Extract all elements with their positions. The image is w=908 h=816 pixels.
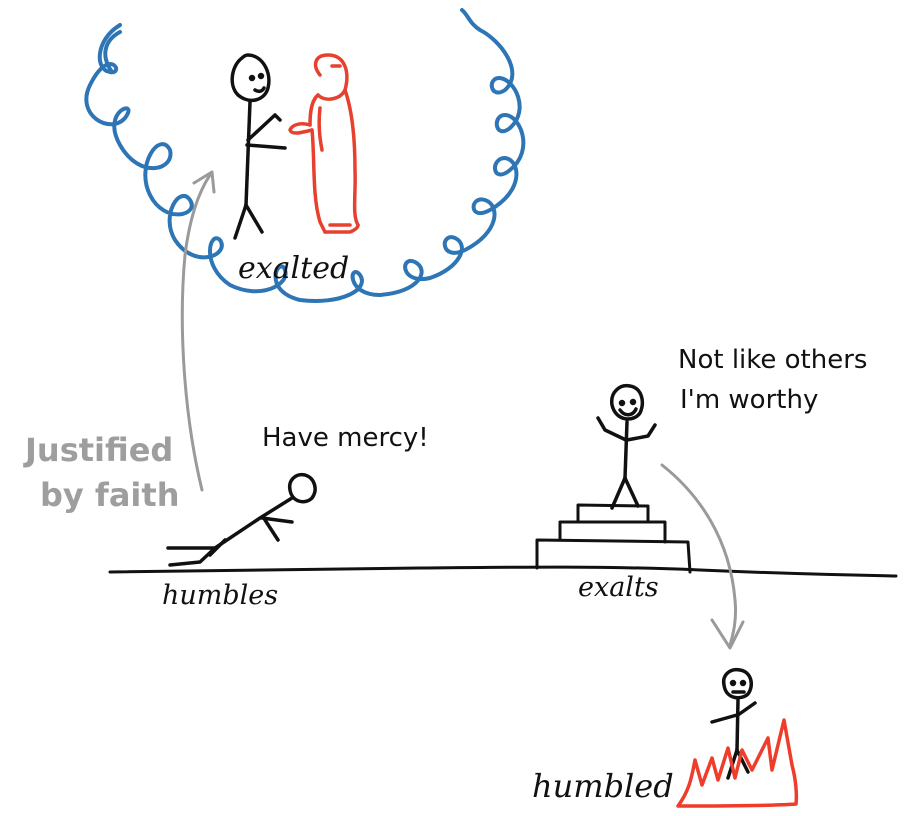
humbles-label: humbles [162, 580, 278, 611]
exalted-stick-figure [232, 55, 285, 238]
justified-label-line1: Justified [23, 431, 173, 469]
exalts-label: exalts [578, 572, 659, 603]
justified-arrow [182, 172, 214, 490]
not-like-others-line1: Not like others [678, 345, 867, 375]
ground-line [110, 567, 896, 576]
justified-label-line2: by faith [40, 476, 179, 514]
have-mercy-label: Have mercy! [262, 423, 429, 453]
prostrate-stick-figure [168, 475, 315, 565]
exalted-label: exalted [238, 251, 349, 286]
humbled-arrow [662, 465, 743, 648]
pharisee-stick-figure [598, 386, 655, 508]
not-like-others-line2: I'm worthy [680, 385, 818, 415]
humbled-label: humbled [532, 767, 674, 805]
god-figure [290, 55, 358, 232]
pedestal [537, 505, 690, 572]
